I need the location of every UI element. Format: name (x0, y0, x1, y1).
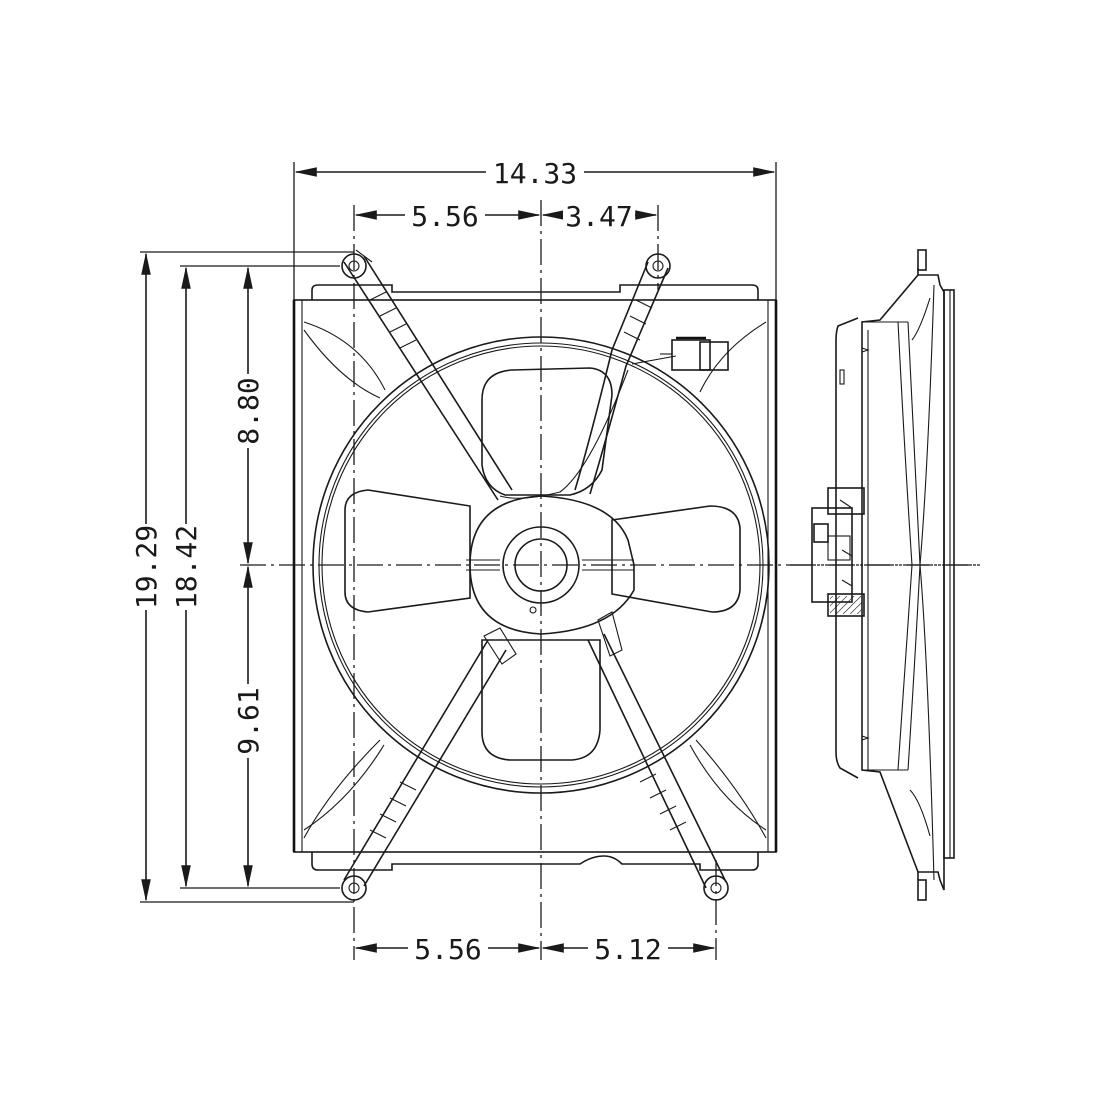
dim-lower-to-center: 9.61 (232, 565, 265, 888)
shroud-frame (292, 284, 778, 871)
front-view (240, 200, 980, 960)
fan-blade-top (481, 367, 613, 496)
electrical-connector-icon (660, 336, 729, 371)
dim-bottom-left-offset: 5.56 (354, 932, 541, 966)
dim-overall-width: 14.33 (294, 156, 776, 190)
svg-text:8.80: 8.80 (232, 377, 265, 444)
arm-top-right (499, 253, 677, 499)
svg-text:5.56: 5.56 (411, 200, 478, 233)
svg-text:18.42: 18.42 (170, 525, 203, 609)
mounting-arms (341, 249, 729, 901)
side-view (790, 249, 980, 901)
dim-upper-to-center: 8.80 (232, 266, 265, 565)
svg-text:14.33: 14.33 (493, 157, 577, 190)
svg-text:9.61: 9.61 (232, 687, 265, 754)
dim-overall-height: 19.29 (130, 252, 163, 902)
fan-blade-right (611, 505, 741, 613)
fan-blades (344, 367, 741, 761)
dim-bottom-right-offset: 5.12 (541, 932, 716, 966)
svg-text:5.56: 5.56 (414, 933, 481, 966)
dim-mount-span-height: 18.42 (170, 266, 203, 888)
fan-blade-bottom (481, 639, 601, 761)
svg-text:5.12: 5.12 (594, 933, 661, 966)
fan-blade-left (344, 489, 471, 613)
dim-top-right-offset: 3.47 (541, 200, 658, 233)
dimensions: 14.33 5.56 3.47 5.56 5.12 (130, 156, 777, 966)
svg-text:19.29: 19.29 (130, 525, 163, 609)
svg-text:3.47: 3.47 (565, 200, 632, 233)
side-motor (811, 487, 865, 617)
dim-top-left-offset: 5.56 (354, 200, 541, 233)
